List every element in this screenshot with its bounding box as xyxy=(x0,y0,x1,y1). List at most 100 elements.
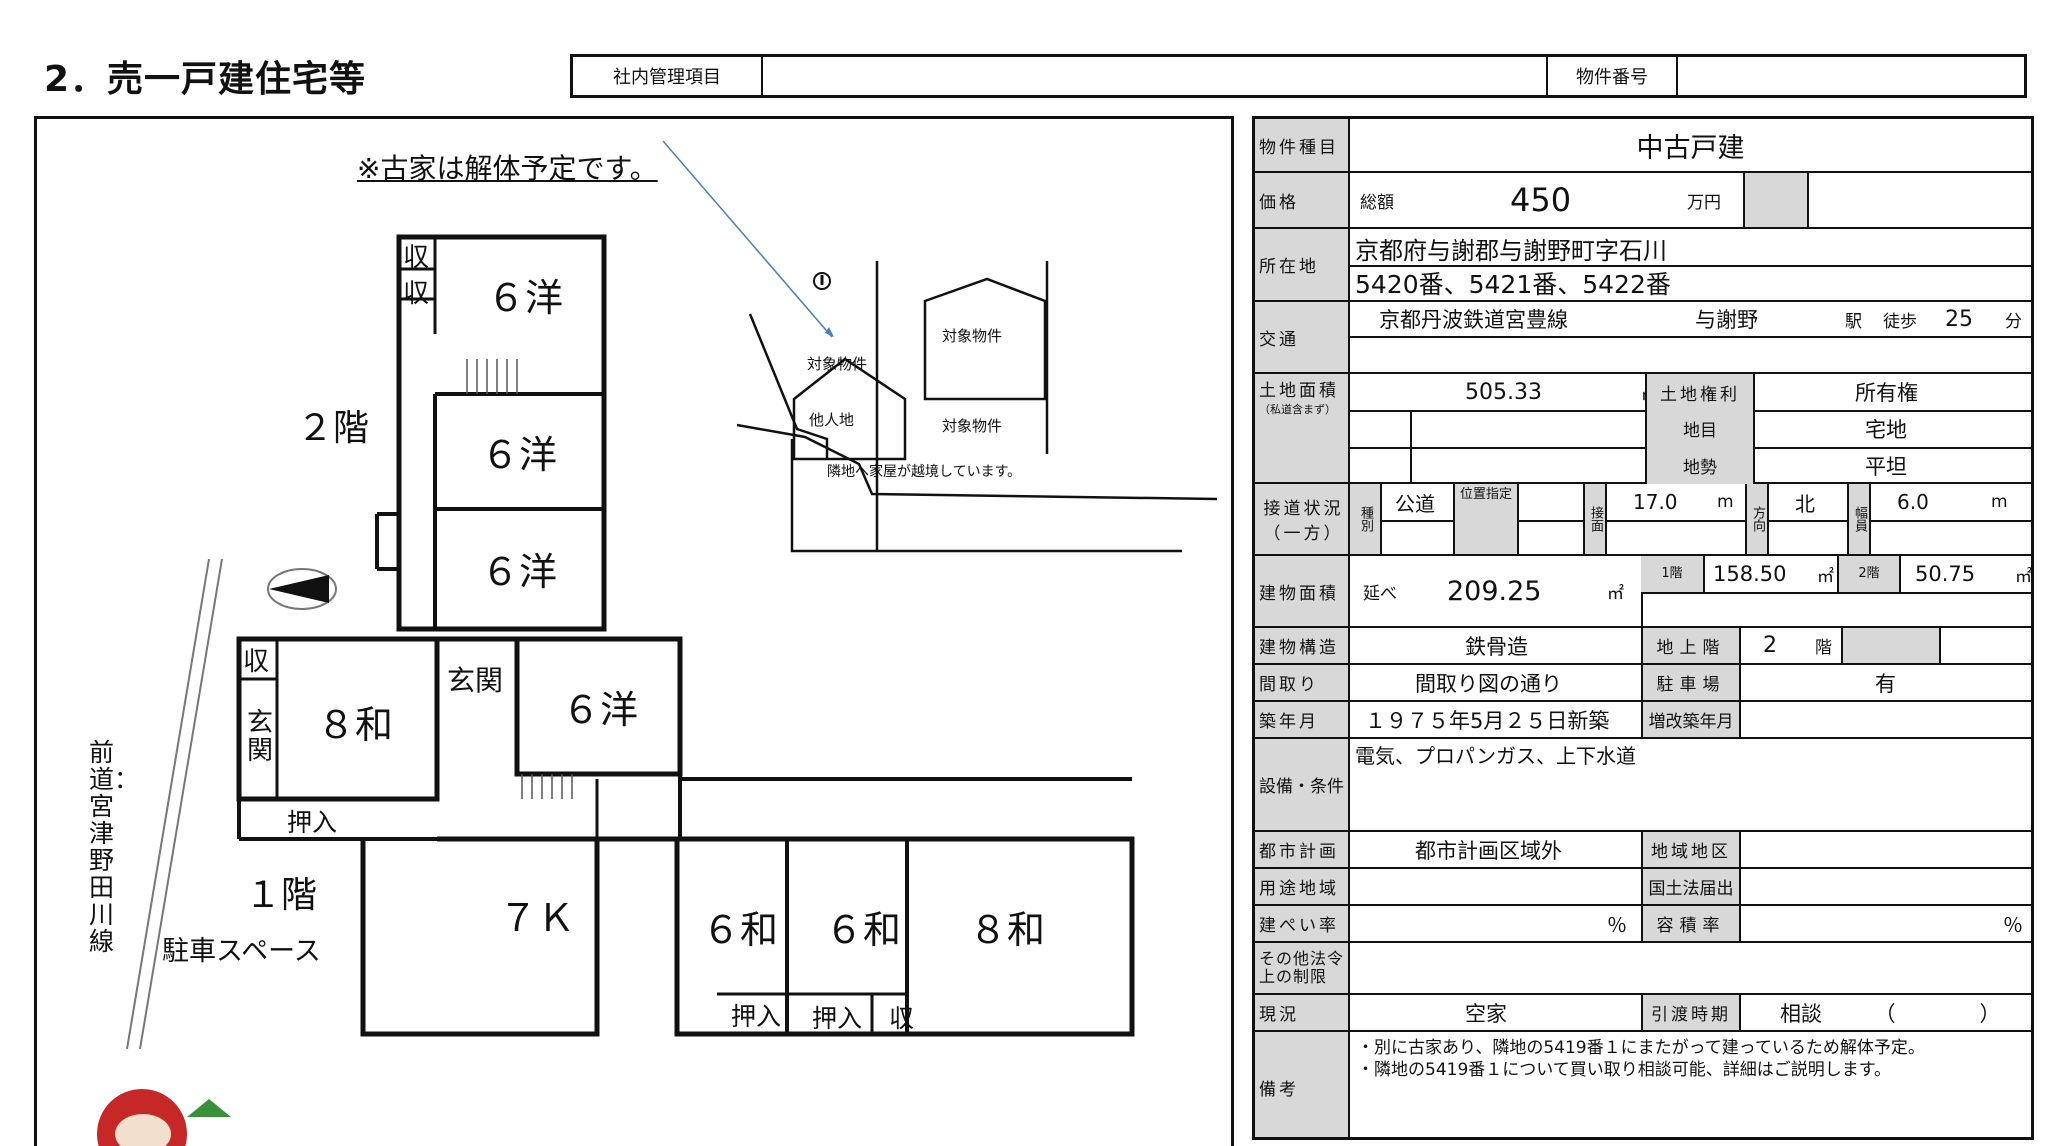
room-oshiire: 押入 xyxy=(812,1004,863,1033)
site-target-label: 対象物件 xyxy=(807,355,868,373)
frontage-label: 接面 xyxy=(1583,484,1607,554)
north-arrow-icon xyxy=(267,568,337,610)
site-encroach-label: 隣地へ家屋が越境しています。 xyxy=(827,464,1022,480)
room-2f-6yo: ６洋 xyxy=(481,433,558,477)
city-plan-value: 都市計画区域外 xyxy=(1415,838,1562,863)
chimoku-value: 宅地 xyxy=(1865,417,1907,442)
location-line2: 5420番、5421番、5422番 xyxy=(1355,270,1671,299)
land-area-sub: （私道含まず） xyxy=(1259,403,1336,416)
bcr-label: 建ぺい率 xyxy=(1255,906,1350,941)
room-storage: 収 xyxy=(889,1004,915,1033)
road-label: 接道状況 xyxy=(1263,499,1344,519)
room-7k: ７Ｋ xyxy=(499,896,576,940)
facility-label: 設備・条件 xyxy=(1255,739,1350,830)
f1-label: 1階 xyxy=(1641,556,1705,592)
f2-label: 2階 xyxy=(1837,556,1901,592)
status-label: 現況 xyxy=(1255,995,1350,1030)
far-unit: ％ xyxy=(2003,913,2023,937)
room-2f-6yo: ６洋 xyxy=(481,550,558,594)
room-6wa: ６和 xyxy=(825,908,902,952)
property-no-value[interactable] xyxy=(1678,57,2024,95)
type-label: 物件種目 xyxy=(1255,119,1350,171)
row-use: 用途地域 国土法届出 xyxy=(1255,869,2031,906)
row-bcr: 建ぺい率 ％ 容積率 ％ xyxy=(1255,906,2031,943)
page-title: 2．売一戸建住宅等 xyxy=(44,59,367,100)
walk-unit: 分 xyxy=(2005,311,2022,332)
room-genkan: 玄関 xyxy=(447,664,504,697)
chisei-label: 地勢 xyxy=(1645,447,1755,484)
floor-plan-drawing xyxy=(126,140,1218,1050)
row-road: 接道状況 （一方） 種別 公道 位置指定 接面 17.0 m 方向 北 幅員 6… xyxy=(1255,484,2031,556)
walk-minutes: 25 xyxy=(1945,306,1973,332)
property-no-label: 物件番号 xyxy=(1548,57,1678,95)
road-label-cell: 接道状況 （一方） xyxy=(1255,484,1350,554)
renov-label: 増改築年月 xyxy=(1641,702,1741,737)
row-status: 現況 空家 引渡時期 相談 （ ） xyxy=(1255,995,2031,1032)
f1-unit: ㎡ xyxy=(1817,566,1834,587)
walk-label: 徒歩 xyxy=(1883,311,1917,332)
handover-value: 相談 （ ） xyxy=(1780,1001,2001,1026)
land-area-value: 505.33 xyxy=(1465,379,1542,405)
direction-label: 方向 xyxy=(1745,484,1769,554)
structure-label: 建物構造 xyxy=(1255,628,1350,663)
station-name: 与謝野 xyxy=(1695,308,1758,332)
management-bar: 社内管理項目 物件番号 xyxy=(570,54,2027,98)
price-label: 価格 xyxy=(1255,173,1350,227)
f2-unit: ㎡ xyxy=(2015,566,2032,587)
price-value: 450 xyxy=(1510,181,1572,219)
room-genkan: 玄関 xyxy=(247,708,274,766)
location-label: 所在地 xyxy=(1255,229,1350,300)
parking-label: 駐車スペース xyxy=(162,936,321,967)
demolition-note: ※古家は解体予定です。 xyxy=(357,152,658,185)
facility-value: 電気、プロパンガス、上下水道 xyxy=(1355,743,1636,768)
room-6wa: ６和 xyxy=(702,908,779,952)
type-value: 中古戸建 xyxy=(1636,132,1745,164)
width-label: 幅員 xyxy=(1847,484,1871,554)
room-oshiire: 押入 xyxy=(731,1002,782,1031)
remark-line1: ・別に古家あり、隣地の5419番１にまたがって建っているため解体予定。 xyxy=(1357,1037,1925,1058)
site-target-label: 対象物件 xyxy=(942,417,1003,435)
price-total-label: 総額 xyxy=(1360,192,1394,213)
far-label: 容積率 xyxy=(1641,906,1741,941)
room-8wa: ８和 xyxy=(317,703,394,747)
layout-value: 間取り図の通り xyxy=(1415,671,1562,696)
row-facility: 設備・条件 電気、プロパンガス、上下水道 xyxy=(1255,739,2031,832)
row-transport: 交通 京都丹波鉄道宮豊線 与謝野 駅 徒歩 25 分 xyxy=(1255,302,2031,374)
mgmt-label: 社内管理項目 xyxy=(573,57,763,95)
row-building-area: 建物面積 延べ 209.25 ㎡ 1階 158.50 ㎡ 2階 50.75 ㎡ xyxy=(1255,556,2031,628)
remarks-label: 備考 xyxy=(1255,1032,1350,1137)
remark-line2: ・隣地の5419番１について買い取り相談可能、詳細はご説明します。 xyxy=(1357,1059,1892,1080)
mascot-face xyxy=(115,1114,171,1146)
handover-label: 引渡時期 xyxy=(1641,995,1741,1030)
direction-value: 北 xyxy=(1795,491,1815,516)
floor2-label: ２階 xyxy=(297,408,370,449)
f1-area: 158.50 xyxy=(1713,562,1787,586)
chimoku-label: 地目 xyxy=(1645,410,1755,447)
road-sub: （一方） xyxy=(1263,524,1344,544)
building-total-value: 209.25 xyxy=(1447,575,1542,607)
land-area-label: 土地面積 xyxy=(1259,381,1339,401)
structure-value: 鉄骨造 xyxy=(1465,634,1528,659)
transport-label: 交通 xyxy=(1255,302,1350,372)
room-oshiire: 押入 xyxy=(287,808,338,837)
site-target-label: 対象物件 xyxy=(942,327,1003,345)
site-other-land-label: 他人地 xyxy=(809,411,855,429)
floor1-outline xyxy=(236,636,440,802)
layout-label: 間取り xyxy=(1255,665,1350,700)
row-city-plan: 都市計画 都市計画区域外 地域地区 xyxy=(1255,832,2031,869)
road-type-value: 公道 xyxy=(1395,491,1435,516)
floors-unit: 階 xyxy=(1815,638,1832,658)
total-label: 延べ xyxy=(1363,583,1397,604)
floors-value: 2 xyxy=(1763,633,1777,658)
mgmt-value[interactable] xyxy=(763,57,1548,95)
road-designated-label: 位置指定 xyxy=(1453,484,1519,554)
width-value: 6.0 xyxy=(1897,490,1929,514)
floors-label: 地上階 xyxy=(1641,628,1741,663)
location-line1: 京都府与謝郡与謝野町字石川 xyxy=(1355,236,1667,265)
use-label: 用途地域 xyxy=(1255,869,1350,904)
floors-extra-cell xyxy=(1841,628,1941,663)
chisei-value: 平坦 xyxy=(1865,454,1907,479)
road-label: 前道：宮津野田川線 xyxy=(89,738,140,956)
land-area-label-cell: 土地面積 （私道含まず） xyxy=(1255,374,1350,482)
width-unit: m xyxy=(1991,492,2008,512)
